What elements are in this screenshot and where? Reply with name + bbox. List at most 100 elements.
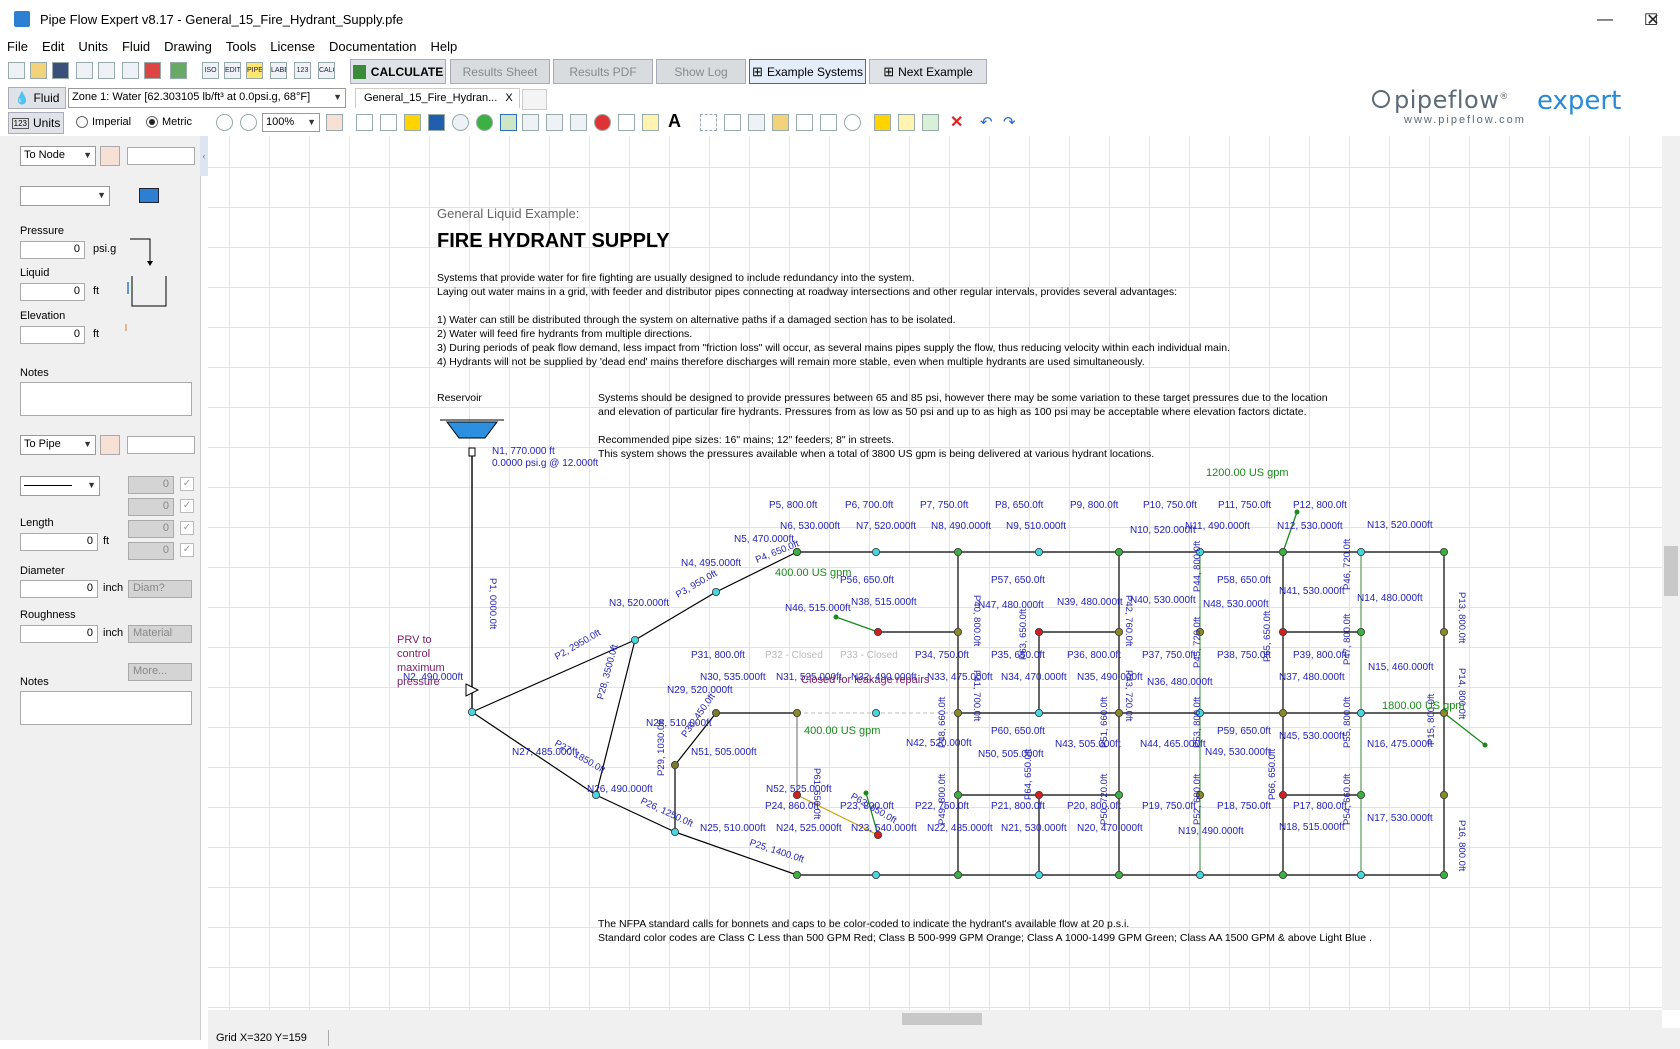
number-icon[interactable]: 123 — [294, 62, 311, 79]
to-node-select[interactable]: To Node ▼ — [20, 146, 96, 166]
select-area-icon[interactable] — [700, 114, 717, 131]
fitting-check-2[interactable]: ✓ — [180, 499, 194, 513]
close-button[interactable]: ✕ — [1646, 12, 1660, 29]
zoom-in-icon[interactable] — [240, 114, 257, 131]
roughness-input[interactable]: 0 — [20, 625, 98, 643]
tank-icon[interactable] — [428, 114, 445, 131]
undo-icon[interactable]: ↶ — [980, 114, 993, 131]
crosshair-icon[interactable] — [326, 114, 343, 131]
paste-icon[interactable] — [772, 114, 789, 131]
imperial-radio[interactable] — [76, 116, 88, 128]
elevation-input[interactable]: 0 — [20, 326, 85, 344]
show-log-button[interactable]: Show Log — [656, 59, 746, 84]
print-icon[interactable] — [122, 62, 139, 79]
to-pipe-select[interactable]: To Pipe ▼ — [20, 435, 96, 455]
save-icon[interactable] — [52, 62, 69, 79]
arrow-up-icon[interactable] — [874, 114, 891, 131]
menu-tools[interactable]: Tools — [225, 39, 257, 54]
node-notes-textarea[interactable] — [20, 382, 192, 416]
rotate-icon[interactable] — [820, 114, 837, 131]
pdf-icon[interactable] — [144, 62, 161, 79]
pipe-notes-textarea[interactable] — [20, 691, 192, 725]
pen-icon[interactable] — [618, 114, 635, 131]
zoom-out-icon[interactable] — [216, 114, 233, 131]
metric-radio[interactable] — [146, 116, 158, 128]
menu-license[interactable]: License — [270, 39, 316, 54]
vertical-scrollbar[interactable] — [1662, 136, 1680, 1010]
open-folder-icon[interactable] — [30, 62, 47, 79]
print-preview-icon[interactable] — [98, 62, 115, 79]
vertical-scroll-thumb[interactable] — [1664, 546, 1678, 596]
more-button[interactable]: More... — [128, 663, 192, 681]
example-systems-button[interactable]: ⊞ Example Systems — [749, 59, 866, 84]
new-file-icon[interactable] — [8, 62, 25, 79]
zoom-fit-icon[interactable] — [844, 114, 861, 131]
edit-icon[interactable]: EDIT — [224, 62, 241, 79]
menu-units[interactable]: Units — [78, 39, 108, 54]
stop-icon[interactable] — [594, 114, 611, 131]
pipe-id-input[interactable] — [127, 436, 195, 454]
crosshair-icon[interactable] — [100, 146, 120, 166]
tab-close-icon[interactable]: X — [505, 92, 513, 104]
minimize-button[interactable]: — — [1597, 11, 1613, 28]
menu-fluid[interactable]: Fluid — [121, 39, 151, 54]
diameter-input[interactable]: 0 — [20, 580, 98, 598]
redo-icon[interactable]: ↷ — [1003, 114, 1016, 131]
pump-icon[interactable] — [452, 114, 469, 131]
fitting-check-4[interactable]: ✓ — [180, 543, 194, 557]
email-icon[interactable] — [76, 62, 93, 79]
valve-icon[interactable] — [522, 114, 539, 131]
copy-icon[interactable] — [748, 114, 765, 131]
menu-help[interactable]: Help — [430, 39, 458, 54]
next-example-button[interactable]: ⊞ Next Example — [869, 59, 987, 84]
menu-documentation[interactable]: Documentation — [329, 39, 417, 54]
node-type-select[interactable]: ▼ — [20, 186, 110, 206]
fitting-count-1[interactable]: 0 — [128, 476, 174, 494]
node-icon[interactable] — [476, 114, 493, 131]
node-id-input[interactable] — [127, 147, 195, 165]
text-tool-icon[interactable]: A — [668, 111, 681, 131]
delete-icon[interactable]: ✕ — [950, 114, 964, 131]
pointer-icon[interactable] — [356, 114, 373, 131]
collapse-panel-handle[interactable]: ‹ — [200, 136, 208, 176]
calculate-button[interactable]: CALCULATE — [350, 59, 446, 84]
menu-drawing[interactable]: Drawing — [164, 39, 212, 54]
pressure-input[interactable]: 0 — [20, 241, 85, 259]
fluid-zone-select[interactable]: Zone 1: Water [62.303105 lb/ft³ at 0.0ps… — [68, 88, 346, 108]
units-button[interactable]: 123 Units — [8, 112, 64, 134]
file-tab[interactable]: General_15_Fire_Hydran... X — [355, 88, 520, 108]
results-pdf-button[interactable]: Results PDF — [553, 59, 653, 84]
flip-icon[interactable] — [796, 114, 813, 131]
diam-button[interactable]: Diam? — [128, 580, 192, 598]
fitting-count-3[interactable]: 0 — [128, 520, 174, 538]
fluid-button[interactable]: 💧 Fluid — [8, 87, 66, 109]
label-icon[interactable]: LABEL — [270, 62, 287, 79]
results-sheet-button[interactable]: Results Sheet — [450, 59, 550, 84]
flow-control-icon[interactable] — [642, 114, 659, 131]
distribute-icon[interactable] — [922, 114, 939, 131]
maximize-button[interactable]: ☐ — [1643, 12, 1659, 29]
fitting-check-3[interactable]: ✓ — [180, 521, 194, 535]
horizontal-scrollbar[interactable] — [208, 1010, 1662, 1028]
pressure-regulator-icon[interactable] — [570, 114, 587, 131]
crosshair-icon[interactable] — [100, 435, 120, 455]
menu-edit[interactable]: Edit — [41, 39, 65, 54]
zoom-select[interactable]: 100% ▼ — [262, 113, 320, 132]
menu-file[interactable]: File — [7, 39, 28, 54]
fitting-count-4[interactable]: 0 — [128, 542, 174, 560]
move-icon[interactable] — [404, 114, 421, 131]
line-style-select[interactable]: ▼ — [20, 476, 100, 496]
calc-icon[interactable]: CALC — [318, 62, 335, 79]
cut-icon[interactable] — [724, 114, 741, 131]
horizontal-scroll-thumb[interactable] — [902, 1013, 982, 1025]
align-icon[interactable] — [898, 114, 915, 131]
fitting-check-1[interactable]: ✓ — [180, 477, 194, 491]
iso-icon[interactable]: ISO — [202, 62, 219, 79]
image-icon[interactable] — [170, 62, 187, 79]
draw-pipe-icon[interactable] — [500, 114, 517, 131]
new-tab-icon[interactable] — [522, 89, 547, 110]
pipe-icon[interactable]: PIPE — [246, 62, 263, 79]
fitting-count-2[interactable]: 0 — [128, 498, 174, 516]
